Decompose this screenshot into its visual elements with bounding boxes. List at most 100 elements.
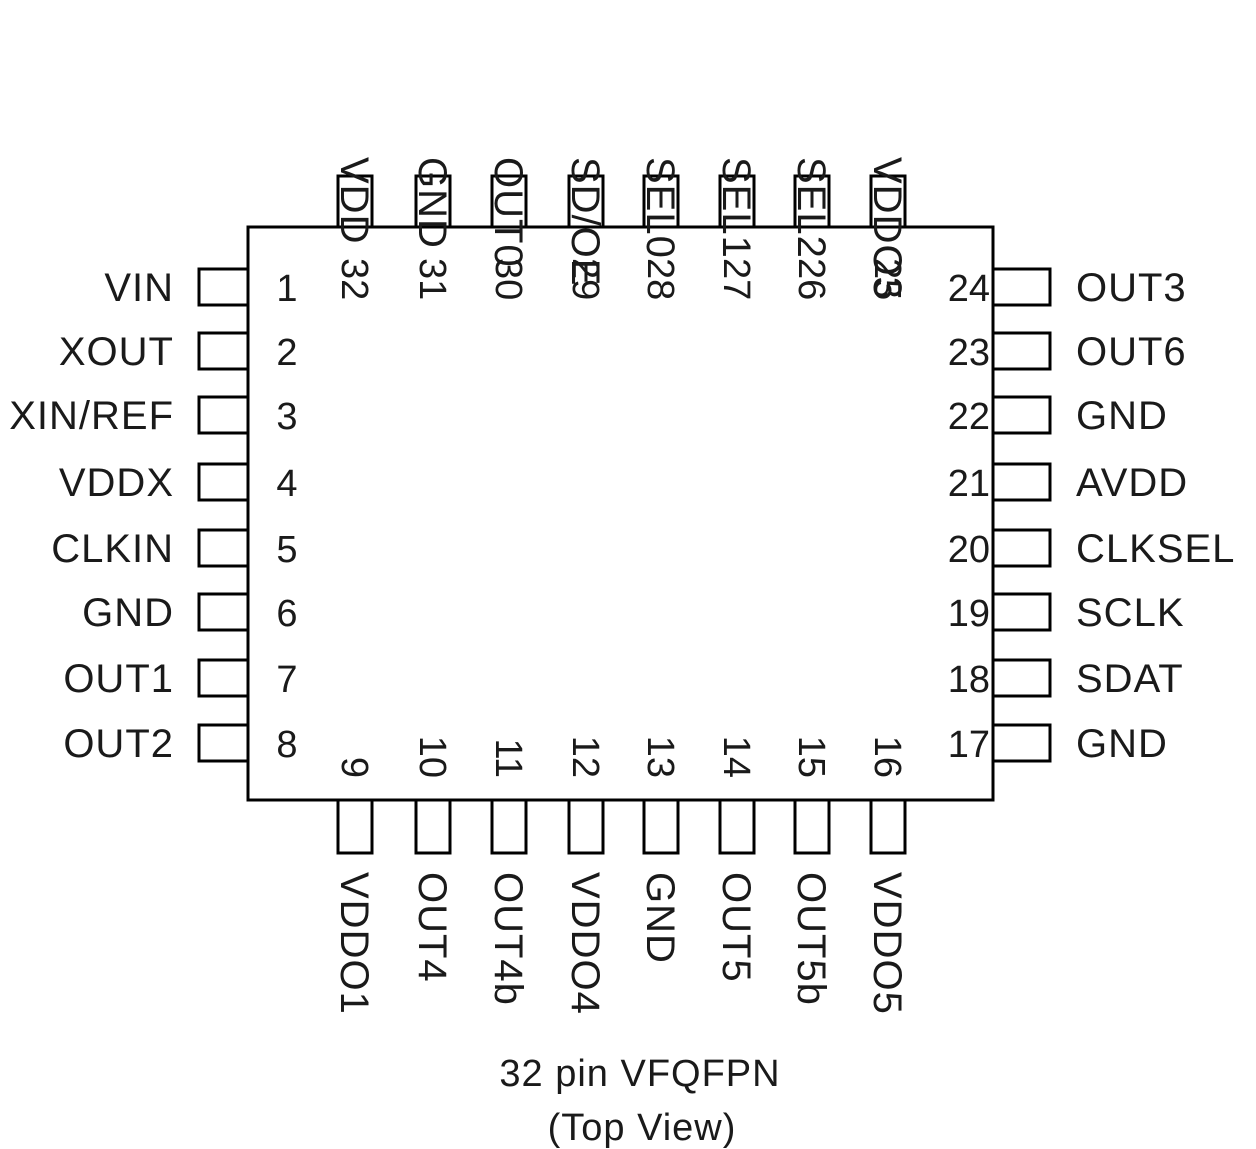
pin-29-sd-oe-number: 29 <box>564 258 606 300</box>
pin-24-out3-label: OUT3 <box>1076 266 1187 310</box>
pin-16-vddo5-number: 16 <box>866 736 908 778</box>
pin-20-clksel-number: 20 <box>948 529 990 571</box>
pin-20-clksel-pad <box>991 528 1052 568</box>
pin-32-vdd-number: 32 <box>333 258 375 300</box>
pin-22-gnd-label: GND <box>1076 394 1168 438</box>
pin-22-gnd-pad <box>991 395 1052 435</box>
pin-4-vddx-pad <box>197 462 250 502</box>
pin-26-sel2-label: SEL2 <box>789 157 833 259</box>
pin-9-vddo1-number: 9 <box>333 757 375 778</box>
pin-1-vin-number: 1 <box>276 268 297 310</box>
pin-11-out4b-label: OUT4b <box>486 872 530 1006</box>
pin-28-sel0-pad <box>642 174 680 229</box>
pin-6-gnd-number: 6 <box>276 593 297 635</box>
pin-27-sel1-number: 27 <box>715 258 757 300</box>
pin-25-vddo3-number: 25 <box>866 258 908 300</box>
pin-10-out4-pad <box>414 798 452 855</box>
pin-15-out5b-label: OUT5b <box>789 872 833 1006</box>
pin-3-xin-ref-number: 3 <box>276 396 297 438</box>
pin-25-vddo3-pad <box>869 174 907 229</box>
pin-19-sclk-number: 19 <box>948 593 990 635</box>
pin-17-gnd-pad <box>991 723 1052 763</box>
pin-2-xout-label: XOUT <box>59 330 174 374</box>
pin-5-clkin-number: 5 <box>276 529 297 571</box>
pin-31-gnd-number: 31 <box>411 258 453 300</box>
pin-7-out1-label: OUT1 <box>63 657 174 701</box>
pin-18-sdat-number: 18 <box>948 659 990 701</box>
pin-31-gnd-label: GND <box>410 157 454 249</box>
pin-21-avdd-label: AVDD <box>1076 461 1188 505</box>
pin-30-out0-label: OUT0 <box>486 157 530 268</box>
pin-19-sclk-pad <box>991 592 1052 632</box>
pin-10-out4-number: 10 <box>411 736 453 778</box>
pin-13-gnd-pad <box>642 798 680 855</box>
pin-22-gnd-number: 22 <box>948 396 990 438</box>
pin-9-vddo1-label: VDDO1 <box>332 872 376 1015</box>
pin-4-vddx-number: 4 <box>276 463 297 505</box>
pin-18-sdat-label: SDAT <box>1076 657 1184 701</box>
pin-17-gnd-label: GND <box>1076 722 1168 766</box>
pin-7-out1-pad <box>197 658 250 698</box>
pin-16-vddo5-label: VDDO5 <box>865 872 909 1015</box>
pin-24-out3-number: 24 <box>948 268 990 310</box>
pin-28-sel0-label: SEL0 <box>638 157 682 259</box>
pin-32-vdd-label: VDD <box>332 157 376 244</box>
pin-27-sel1-label: SEL1 <box>714 157 758 259</box>
pin-4-vddx-label: VDDX <box>59 461 174 505</box>
pin-13-gnd-number: 13 <box>639 736 681 778</box>
pin-15-out5b-number: 15 <box>790 736 832 778</box>
pin-26-sel2-number: 26 <box>790 258 832 300</box>
pin-21-avdd-number: 21 <box>948 463 990 505</box>
view-caption: (Top View) <box>548 1107 737 1149</box>
pin-14-out5-label: OUT5 <box>714 872 758 983</box>
pin-11-out4b-pad <box>490 798 528 855</box>
pin-24-out3-pad <box>991 267 1052 307</box>
pin-17-gnd-number: 17 <box>948 724 990 766</box>
pin-10-out4-label: OUT4 <box>410 872 454 983</box>
pin-16-vddo5-pad <box>869 798 907 855</box>
pin-7-out1-number: 7 <box>276 659 297 701</box>
pin-31-gnd-pad <box>414 174 452 229</box>
pin-9-vddo1-pad <box>336 798 374 855</box>
pin-3-xin-ref-pad <box>197 395 250 435</box>
pin-1-vin-pad <box>197 267 250 307</box>
pin-12-vddo4-pad <box>567 798 605 855</box>
package-caption: 32 pin VFQFPN <box>499 1053 780 1095</box>
pin-32-vdd-pad <box>336 174 374 229</box>
pin-21-avdd-pad <box>991 462 1052 502</box>
pin-23-out6-number: 23 <box>948 332 990 374</box>
pin-29-sd-oe-label: SD/OE <box>563 157 607 286</box>
pin-6-gnd-label: GND <box>82 591 174 635</box>
pin-25-vddo3-label: VDDO3 <box>865 157 909 300</box>
pin-13-gnd-label: GND <box>638 872 682 964</box>
pin-6-gnd-pad <box>197 592 250 632</box>
pin-2-xout-number: 2 <box>276 332 297 374</box>
pin-3-xin-ref-label: XIN/REF <box>9 394 174 438</box>
pin-1-vin-label: VIN <box>104 266 174 310</box>
pin-23-out6-pad <box>991 331 1052 371</box>
pin-26-sel2-pad <box>793 174 831 229</box>
pin-30-out0-pad <box>490 174 528 229</box>
pin-30-out0-number: 30 <box>487 258 529 300</box>
pin-20-clksel-label: CLKSEL <box>1076 527 1235 571</box>
pin-2-xout-pad <box>197 331 250 371</box>
pin-28-sel0-number: 28 <box>639 258 681 300</box>
pin-8-out2-label: OUT2 <box>63 722 174 766</box>
package-body <box>246 225 995 802</box>
pin-23-out6-label: OUT6 <box>1076 330 1187 374</box>
pin-14-out5-pad <box>718 798 756 855</box>
pin-27-sel1-pad <box>718 174 756 229</box>
pin-11-out4b-number: 11 <box>487 739 529 778</box>
pin-15-out5b-pad <box>793 798 831 855</box>
pin-18-sdat-pad <box>991 658 1052 698</box>
pin-12-vddo4-label: VDDO4 <box>563 872 607 1015</box>
pin-19-sclk-label: SCLK <box>1076 591 1185 635</box>
pin-5-clkin-label: CLKIN <box>51 527 174 571</box>
pin-8-out2-number: 8 <box>276 724 297 766</box>
pin-5-clkin-pad <box>197 528 250 568</box>
pin-12-vddo4-number: 12 <box>564 736 606 778</box>
pin-8-out2-pad <box>197 723 250 763</box>
pin-29-sd-oe-pad <box>567 174 605 229</box>
